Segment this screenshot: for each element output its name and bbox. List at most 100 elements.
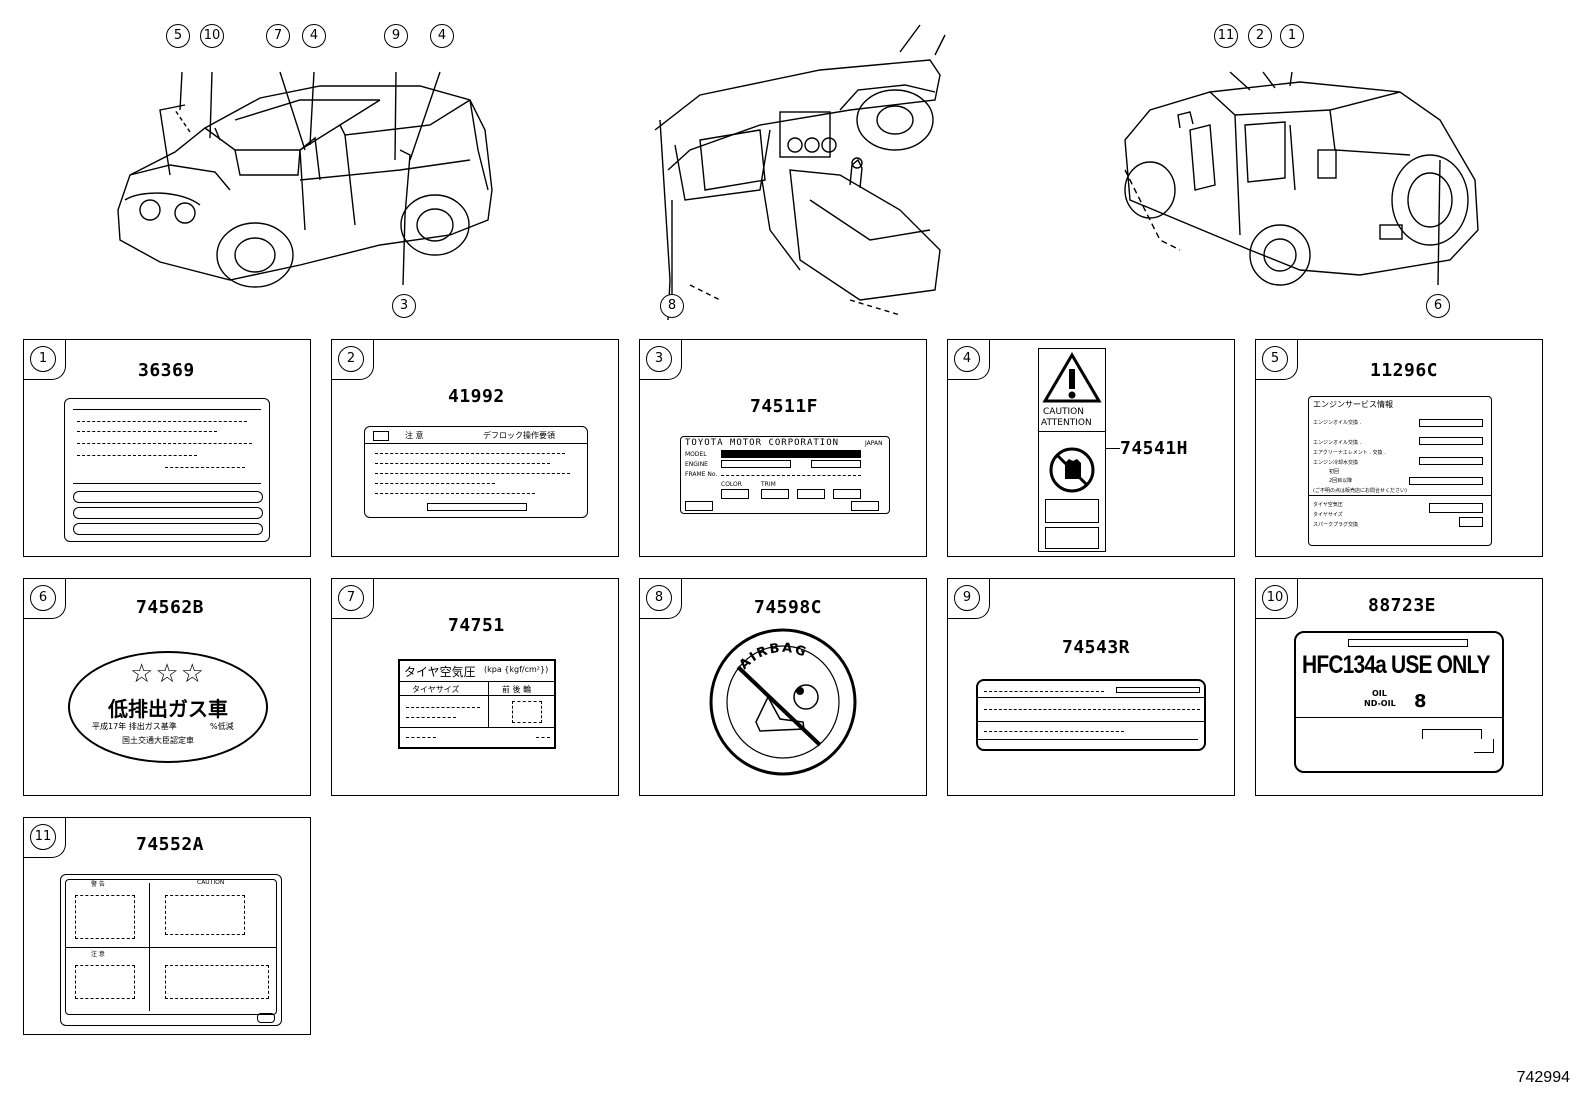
refrigerant-label-drawing: HFC134a USE ONLY OIL ND-OIL 8 [1294,631,1504,773]
callout-4b: 4 [430,24,454,48]
engine-service-label-drawing: エンジンサービス情報 エンジンオイル交換 . エンジンオイル交換 . エアクリー… [1308,396,1492,546]
model-text: MODEL [685,451,707,458]
front-vehicle-view [117,71,493,288]
callout-2: 2 [1248,24,1272,48]
airbag-warning-label-drawing: AIRBAG [709,628,857,776]
part-number: 74751 [448,615,505,636]
no-hand-icon [1049,447,1095,493]
part-number: 74543R [1062,637,1131,658]
row-text: タイヤサイズ [1313,512,1343,518]
title-text: デフロック操作要領 [483,431,555,440]
tire-pressure-label-drawing: タイヤ空気圧 (kpa {kgf/cm²}) タイヤサイズ 前 後 輪 [398,659,556,749]
panel-number: 6 [30,585,56,611]
rear-vehicle-view [1124,71,1479,286]
vehicle-illustrations [117,24,1479,321]
nd-oil-text: ND-OIL [1364,699,1396,708]
panel-number: 3 [646,346,672,372]
panel-number: 7 [338,585,364,611]
warning-text: 警 告 [91,881,105,888]
unit-text: (kpa {kgf/cm²}) [484,665,549,674]
callout-1: 1 [1280,24,1304,48]
row-text: エンジンオイル交換 . [1313,420,1362,426]
note-text: 注 意 [91,951,105,958]
reduction-text: %低減 [210,722,234,731]
callout-8: 8 [660,294,684,318]
panel-number: 8 [646,585,672,611]
panel-number: 1 [30,346,56,372]
engine-text: ENGINE [685,461,708,468]
color-text: COLOR [721,481,742,488]
figure-id: 742994 [1516,1069,1570,1086]
row-text: 2回目以降 [1329,478,1353,484]
panel-number: 4 [954,346,980,372]
label-panel-4: 4 CAUTION ATTENTION 74541H [947,339,1235,557]
part-number: 74552A [136,834,205,855]
callout-5: 5 [166,24,190,48]
row-text: エアクリーナエレメント . 交換 . [1313,450,1386,456]
label-panel-9: 9 74543R [947,578,1235,796]
caution-text: 注 意 [405,431,424,440]
caution-label-drawing [64,398,270,542]
standard-text: 平成17年 排出ガス基準 [92,722,177,731]
column-front-rear: 前 後 輪 [502,685,532,694]
part-number: 74541H [1120,438,1189,459]
label-panel-5: 5 11296C エンジンサービス情報 エンジンオイル交換 . エンジンオイル交… [1255,339,1543,557]
panel-number: 2 [338,346,364,372]
callout-6: 6 [1426,294,1450,318]
row-text: エンジンオイル交換 . [1313,440,1362,446]
warning-strip-label-drawing [976,679,1206,751]
main-text: 低排出ガス車 [108,697,228,721]
callout-9: 9 [384,24,408,48]
row-text: エンジン冷却水交換 [1313,460,1359,466]
row-text: スパークプラグ交換 [1313,522,1359,528]
caution-text: CAUTION [1043,407,1084,417]
warning-triangle-icon [1042,352,1102,403]
dashboard-view [654,24,946,321]
label-panel-6: 6 74562B ☆☆☆ 低排出ガス車 平成17年 排出ガス基準 %低減 国土交… [23,578,311,796]
row-text: 初回 [1329,469,1340,475]
star-icons: ☆☆☆ [130,659,206,689]
part-number: 11296C [1370,360,1439,381]
part-number: 36369 [138,360,195,381]
refrigerant-text: HFC134a USE ONLY [1302,651,1491,679]
part-number: 74511F [750,396,819,417]
caution-text: CAUTION [197,879,225,886]
caution-attention-label-drawing: CAUTION ATTENTION [1038,348,1106,552]
row-text: タイヤ空気圧 [1313,502,1343,508]
label-panel-8: 8 74598C AIRBAG [639,578,927,796]
vin-plate-drawing: TOYOTA MOTOR CORPORATION JAPAN MODEL ENG… [680,436,890,514]
label-panel-1: 1 36369 [23,339,311,557]
panel-number: 10 [1262,585,1288,611]
label-panel-7: 7 74751 タイヤ空気圧 (kpa {kgf/cm²}) タイヤサイズ 前 … [331,578,619,796]
callout-7: 7 [266,24,290,48]
part-number: 41992 [448,386,505,407]
multi-warning-label-drawing: 警 告 CAUTION 注 意 [60,874,282,1026]
cert-text: 国土交通大臣認定車 [122,736,194,745]
label-panel-2: 2 41992 注 意 デフロック操作要領 [331,339,619,557]
country-text: JAPAN [865,440,883,447]
part-number: 88723E [1368,595,1437,616]
label-panel-3: 3 74511F TOYOTA MOTOR CORPORATION JAPAN … [639,339,927,557]
title-text: エンジンサービス情報 [1313,400,1393,409]
diff-lock-label-drawing: 注 意 デフロック操作要領 [364,426,588,518]
row-text: (ご不明の点は販売店にお問合せください) [1313,488,1407,494]
oil-number: 8 [1414,691,1427,712]
label-panel-10: 10 88723E HFC134a USE ONLY OIL ND-OIL 8 [1255,578,1543,796]
panel-number: 9 [954,585,980,611]
oil-text: OIL [1372,689,1387,698]
low-emission-label-drawing: ☆☆☆ 低排出ガス車 平成17年 排出ガス基準 %低減 国土交通大臣認定車 [68,651,268,763]
callout-4: 4 [302,24,326,48]
panel-number: 11 [30,824,56,850]
frame-text: FRAME No. [685,471,718,478]
title-text: タイヤ空気圧 [404,665,476,679]
maker-text: TOYOTA MOTOR CORPORATION [685,438,840,448]
part-number: 74598C [754,597,823,618]
callout-3: 3 [392,294,416,318]
part-number: 74562B [136,597,205,618]
panel-number: 5 [1262,346,1288,372]
callout-10: 10 [200,24,224,48]
trim-text: TRIM [761,481,776,488]
attention-text: ATTENTION [1041,418,1092,428]
column-tire-size: タイヤサイズ [412,685,460,694]
label-panel-11: 11 74552A 警 告 CAUTION 注 意 [23,817,311,1035]
